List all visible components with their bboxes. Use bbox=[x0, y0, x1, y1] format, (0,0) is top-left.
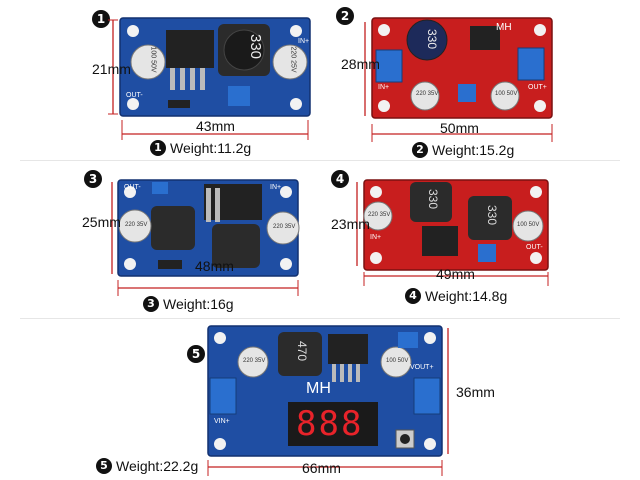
module-4-pin-out: OUT- bbox=[526, 244, 543, 251]
module-1-weight: 1 Weight:11.2g bbox=[150, 140, 251, 156]
module-4-number-badge: 4 bbox=[331, 170, 349, 188]
module-5-width-label: 66mm bbox=[302, 460, 341, 476]
divider-row1 bbox=[20, 160, 620, 161]
module-4-pin-in: IN+ bbox=[370, 234, 382, 241]
module-2-width-label: 50mm bbox=[440, 120, 479, 136]
module-2-weight: 2 Weight:15.2g bbox=[412, 142, 514, 158]
module-3-weight-badge: 3 bbox=[143, 296, 159, 312]
module-3-cap-right-label: 220 35V bbox=[273, 224, 296, 230]
module-1-weight-text: Weight:11.2g bbox=[170, 140, 252, 156]
module-5-number-badge: 5 bbox=[187, 345, 205, 363]
module-4-height-label: 23mm bbox=[331, 216, 370, 232]
module-5-brand-label: MH bbox=[306, 380, 331, 397]
module-3-weight-text: Weight:16g bbox=[163, 296, 234, 312]
module-1-cap-left-label: 100 50V bbox=[149, 46, 157, 73]
module-2-height-label: 28mm bbox=[341, 56, 380, 72]
module-5-weight: 5 Weight:22.2g bbox=[96, 458, 198, 474]
module-1-weight-badge: 1 bbox=[150, 140, 166, 156]
module-3-width-label: 48mm bbox=[195, 258, 234, 274]
module-3-number-badge: 3 bbox=[84, 170, 102, 188]
module-4-cap-right-label: 100 50V bbox=[517, 222, 540, 228]
module-5-weight-text: Weight:22.2g bbox=[116, 458, 199, 474]
module-3-weight: 3 Weight:16g bbox=[143, 296, 234, 312]
module-2-cap-right-label: 100 50V bbox=[495, 91, 518, 97]
module-1-number-badge: 1 bbox=[92, 10, 110, 28]
module-2-weight-badge: 2 bbox=[412, 142, 428, 158]
module-4-weight-text: Weight:14.8g bbox=[425, 288, 508, 304]
module-2-brand-label: MH bbox=[496, 22, 512, 33]
module-3-pin-out: OUT- bbox=[124, 184, 141, 191]
module-5-cap-right-label: 100 50V bbox=[386, 358, 409, 364]
module-5-height-label: 36mm bbox=[456, 384, 495, 400]
module-3-height-label: 25mm bbox=[82, 214, 121, 230]
module-2-number-badge: 2 bbox=[336, 7, 354, 25]
module-5-pin-out: VOUT+ bbox=[410, 364, 434, 371]
module-2-pin-out: OUT+ bbox=[528, 84, 547, 91]
module-2-pin-in: IN+ bbox=[378, 84, 390, 91]
module-2-weight-text: Weight:15.2g bbox=[432, 142, 515, 158]
module-1-pin-in: IN+ bbox=[298, 38, 310, 45]
module-5-pin-in: VIN+ bbox=[214, 418, 230, 425]
module-4-cap-left-label: 220 35V bbox=[368, 212, 391, 218]
module-5-weight-badge: 5 bbox=[96, 458, 112, 474]
divider-row2 bbox=[20, 318, 620, 319]
module-3-cap-left-label: 220 35V bbox=[125, 222, 148, 228]
module-5-cap-left-label: 220 35V bbox=[243, 358, 266, 364]
module-1-cap-right-label: 220 25V bbox=[289, 46, 297, 73]
module-1-width-label: 43mm bbox=[196, 118, 235, 134]
module-3-pin-in: IN+ bbox=[270, 184, 282, 191]
module-1-height-label: 21mm bbox=[92, 61, 131, 77]
module-5-inductor-label: 470 bbox=[295, 340, 310, 362]
module-2-cap-left-label: 220 35V bbox=[416, 91, 439, 97]
module-4-weight: 4 Weight:14.8g bbox=[405, 288, 507, 304]
module-1-pin-out: OUT- bbox=[126, 92, 143, 99]
module-5-led-display: 888 bbox=[296, 404, 364, 444]
module-4-weight-badge: 4 bbox=[405, 288, 421, 304]
module-4-width-label: 49mm bbox=[436, 266, 475, 282]
